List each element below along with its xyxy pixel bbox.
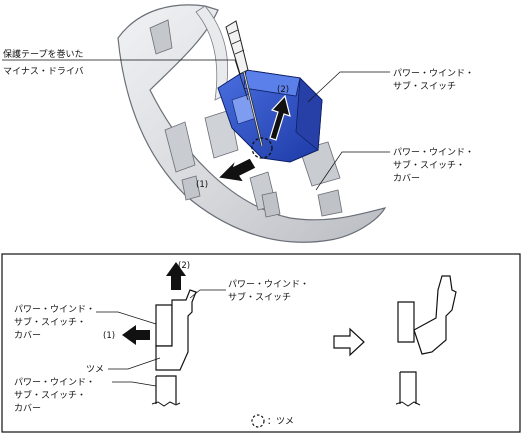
flat-screwdriver xyxy=(225,20,264,147)
arrow-step2-icon xyxy=(269,94,291,141)
detail-switch-line1: パワー・ウインド・ xyxy=(228,279,309,290)
power-window-sub-switch xyxy=(217,69,323,163)
label-switch-line1: パワー・ウインド・ xyxy=(393,68,474,79)
legend-claw-label: ：ツメ xyxy=(267,417,294,427)
label-driver-line2: マイナス・ドライバ xyxy=(3,66,84,77)
detail-step1-label: (1) xyxy=(103,331,115,341)
detail-claw-label: ツメ xyxy=(86,365,104,375)
detail-cover-line1: パワー・ウインド・ xyxy=(14,304,95,315)
leader-detail-switch xyxy=(189,289,226,299)
detail-cover2-line3: カバー xyxy=(14,403,41,414)
detail-after xyxy=(395,275,457,407)
top-step1-label: (1) xyxy=(196,180,208,190)
detail-cover-line3: カバー xyxy=(14,330,41,341)
legend-claw-circle xyxy=(251,414,265,428)
leader-cover xyxy=(315,151,390,191)
detail-cover-line2: サブ・スイッチ・ xyxy=(14,316,86,328)
transition-arrow-icon xyxy=(333,327,365,357)
leader-detail-claw xyxy=(108,357,161,370)
detail-before xyxy=(122,262,197,407)
detail-switch-line2: サブ・スイッチ xyxy=(228,291,291,303)
leader-detail-cover xyxy=(96,311,157,325)
arrow-step1-icon xyxy=(216,157,257,183)
detail-cover2-line1: パワー・ウインド・ xyxy=(14,377,95,388)
label-switch-line2: サブ・スイッチ xyxy=(393,80,456,92)
detail-cover2-line2: サブ・スイッチ・ xyxy=(14,389,86,401)
label-cover-line1: パワー・ウインド・ xyxy=(393,147,474,158)
top-step2-label: (2) xyxy=(277,85,289,95)
label-cover-line2: サブ・スイッチ・ xyxy=(393,159,465,171)
leader-driver xyxy=(2,59,249,101)
leader-switch xyxy=(307,71,390,103)
label-driver-line1: 保護テープを巻いた xyxy=(3,48,83,60)
detail-step2-label: (2) xyxy=(178,261,190,271)
label-cover-line3: カバー xyxy=(393,173,420,184)
claw-marker-circle xyxy=(251,137,273,159)
leader-detail-cover2 xyxy=(112,381,157,387)
